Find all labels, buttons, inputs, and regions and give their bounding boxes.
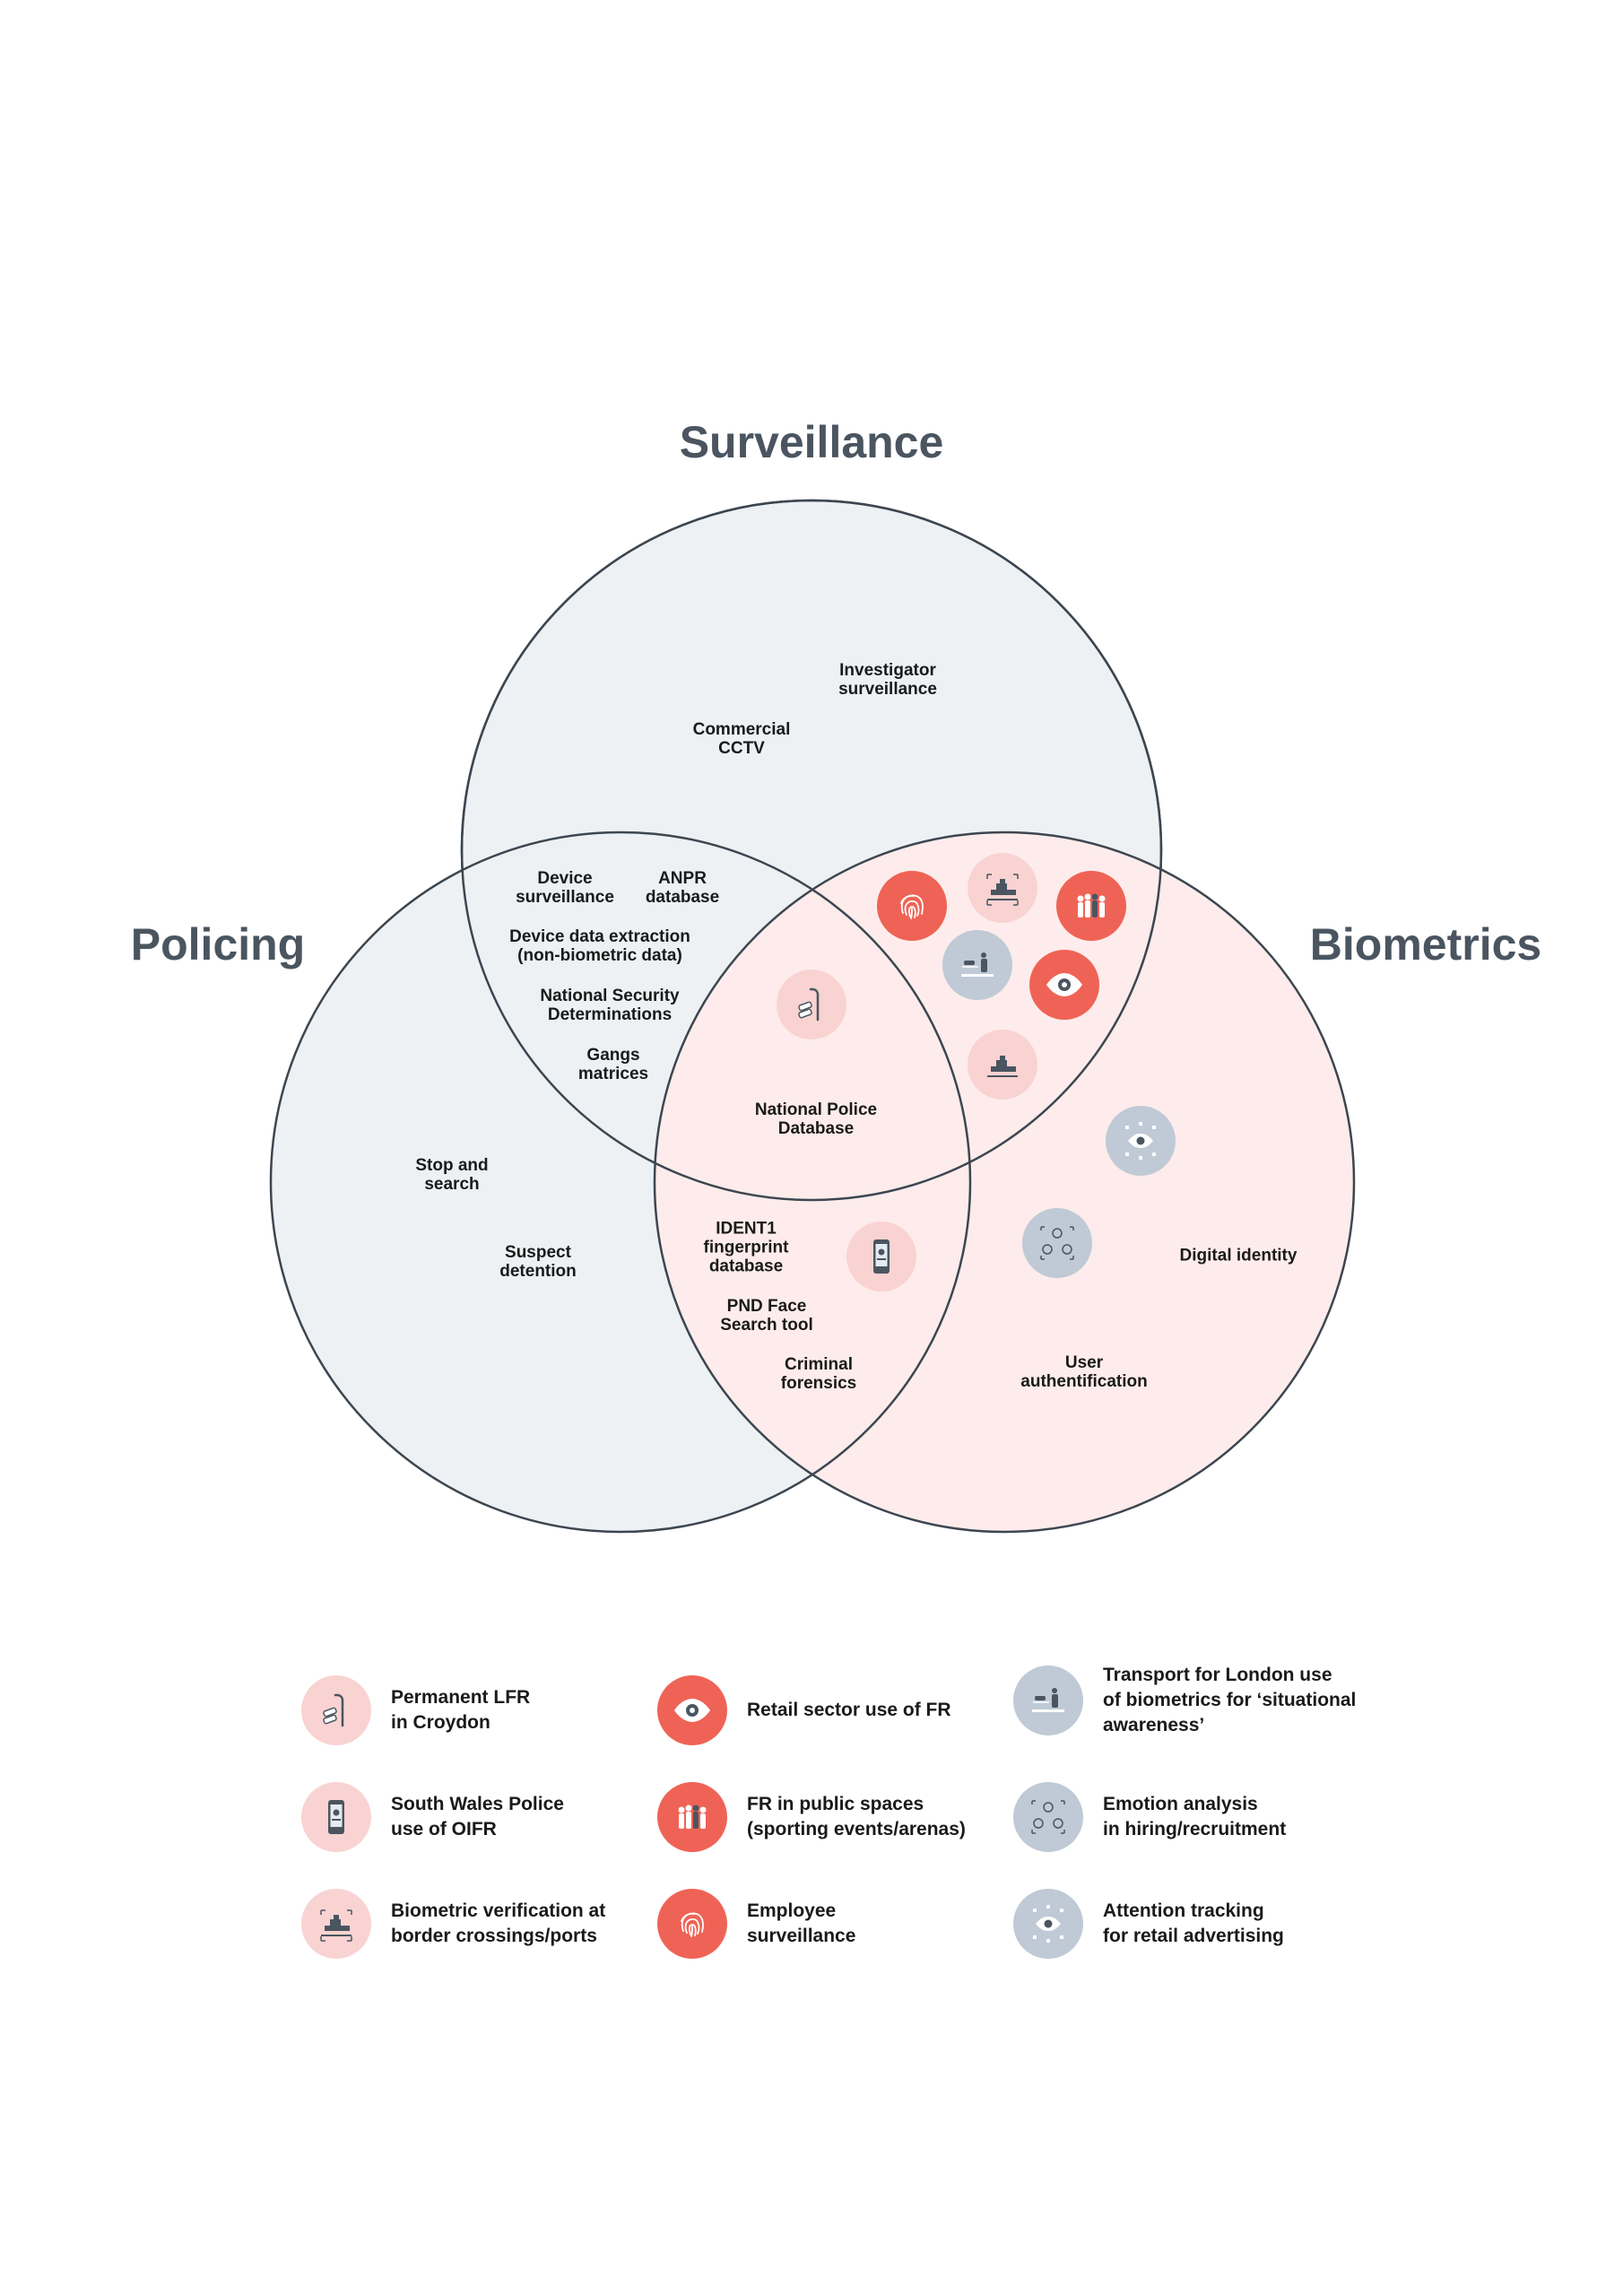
label-stop-and-search: Stop and search [415, 1156, 489, 1194]
legend-item: Transport for London use of biometrics f… [1013, 1663, 1356, 1738]
label-digital-identity: Digital identity [1179, 1246, 1298, 1265]
label-ident1: IDENT1 fingerprint database [703, 1219, 789, 1276]
legend-label: Biometric verification at border crossin… [391, 1900, 606, 1946]
label-national-police-database: National Police Database [754, 1100, 878, 1138]
attention-eye-icon [1106, 1106, 1176, 1176]
phone-face-icon [846, 1222, 916, 1292]
label-device-surveillance: Device surveillance [516, 869, 614, 907]
legend-item: Permanent LFR in Croydon [301, 1675, 530, 1745]
legend-label: Employee surveillance [747, 1900, 856, 1946]
eye-icon [1029, 950, 1099, 1020]
attention-eye-icon [1013, 1889, 1083, 1959]
legend-item: Employee surveillance [657, 1889, 855, 1959]
border-ship-icon [968, 853, 1037, 923]
legend-label: South Wales Police use of OIFR [391, 1794, 564, 1839]
legend-item: Emotion analysis in hiring/recruitment [1013, 1782, 1286, 1852]
crowd-icon [1056, 871, 1126, 941]
transport-icon [1013, 1665, 1083, 1735]
label-suspect-detention: Suspect detention [499, 1243, 577, 1281]
emotion-faces-icon [1013, 1782, 1083, 1852]
label-device-data-extraction: Device data extraction (non-biometric da… [509, 927, 690, 965]
label-criminal-forensics: Criminal forensics [780, 1355, 857, 1393]
legend-label: FR in public spaces (sporting events/are… [747, 1794, 966, 1839]
legend-item: South Wales Police use of OIFR [301, 1782, 564, 1852]
label-national-security: National Security Determinations [540, 987, 680, 1024]
emotion-faces-icon [1022, 1208, 1092, 1278]
legend-label: Attention tracking for retail advertisin… [1103, 1900, 1284, 1946]
label-pnd-face: PND Face Search tool [720, 1297, 813, 1335]
label-gangs-matrices: Gangs matrices [577, 1046, 649, 1083]
legend-item: Attention tracking for retail advertisin… [1013, 1889, 1284, 1959]
label-commercial-cctv: Commercial CCTV [692, 720, 791, 758]
crowd-icon [657, 1782, 727, 1852]
border-ship-icon [301, 1889, 371, 1959]
phone-face-icon [301, 1782, 371, 1852]
legend-item: Biometric verification at border crossin… [301, 1889, 605, 1959]
legend-label: Transport for London use of biometrics f… [1103, 1665, 1357, 1735]
eye-icon [657, 1675, 727, 1745]
fingerprint-icon [657, 1889, 727, 1959]
legend-label: Permanent LFR in Croydon [391, 1687, 531, 1733]
legend-label: Emotion analysis in hiring/recruitment [1103, 1794, 1287, 1839]
lfr-camera-icon [777, 970, 846, 1039]
label-investigator-surveillance: Investigator surveillance [838, 661, 937, 699]
legend-item: Retail sector use of FR [657, 1675, 951, 1745]
legend-item: FR in public spaces (sporting events/are… [657, 1782, 966, 1852]
title-policing: Policing [130, 919, 306, 970]
legend-label: Retail sector use of FR [747, 1700, 951, 1720]
label-anpr-database: ANPR database [645, 869, 720, 907]
lfr-camera-icon [301, 1675, 371, 1745]
title-surveillance: Surveillance [679, 417, 944, 467]
transport-icon [942, 930, 1012, 1000]
fingerprint-icon [877, 871, 947, 941]
border-ship-icon [968, 1030, 1037, 1100]
title-biometrics: Biometrics [1309, 919, 1542, 970]
label-user-authentification: User authentification [1020, 1353, 1148, 1391]
